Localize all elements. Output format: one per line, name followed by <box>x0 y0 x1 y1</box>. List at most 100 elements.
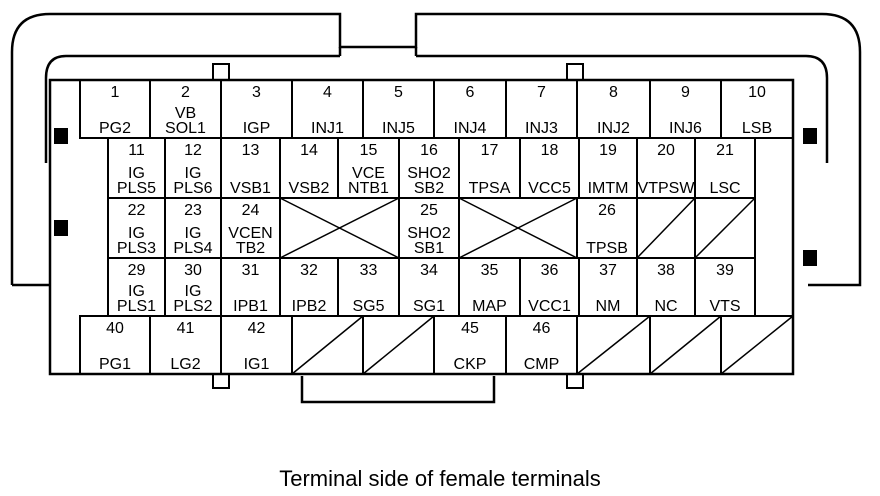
terminal-number: 42 <box>248 320 266 337</box>
terminal-number: 12 <box>184 142 202 159</box>
diagram-caption: Terminal side of female terminals <box>279 466 601 491</box>
guide-mark-left-1 <box>54 128 68 144</box>
signal-label: TB2 <box>236 240 265 257</box>
terminal-number: 16 <box>420 142 438 159</box>
signal-label: PLS3 <box>117 240 156 257</box>
terminal-number: 15 <box>360 142 378 159</box>
signal-label: IG <box>185 283 202 300</box>
signal-label: INJ4 <box>454 120 487 137</box>
guide-mark-right-2 <box>803 250 817 266</box>
cavity-cell <box>720 79 794 139</box>
terminal-number: 9 <box>681 84 690 101</box>
blank-diagonal <box>720 315 794 375</box>
terminal-number: 13 <box>242 142 260 159</box>
blank-cavity <box>636 197 696 259</box>
terminal-number: 29 <box>128 262 146 279</box>
signal-label: LG2 <box>170 356 200 373</box>
blank-cavity <box>279 197 400 259</box>
signal-label: IG <box>128 283 145 300</box>
terminal-number: 23 <box>184 202 202 219</box>
terminal-number: 18 <box>541 142 559 159</box>
terminal-number: 39 <box>716 262 734 279</box>
signal-label: NC <box>654 298 677 315</box>
blank-diagonal <box>649 315 722 375</box>
signal-label: PLS1 <box>117 298 156 315</box>
blank-cavity <box>649 315 722 375</box>
blank-cavity <box>576 315 651 375</box>
signal-label: INJ5 <box>382 120 415 137</box>
terminal-number: 2 <box>181 84 190 101</box>
terminal-number: 32 <box>300 262 318 279</box>
signal-label: SB2 <box>414 180 444 197</box>
terminal-number: 6 <box>466 84 475 101</box>
terminal-number: 31 <box>242 262 260 279</box>
peg-bottom-left <box>212 373 230 389</box>
terminal-number: 46 <box>533 320 551 337</box>
terminal-number: 14 <box>300 142 318 159</box>
guide-marks <box>54 128 817 266</box>
connector-housing <box>10 12 862 404</box>
signal-label: VB <box>175 105 196 122</box>
signal-label: IG1 <box>244 356 270 373</box>
blank-diagonal <box>291 315 364 375</box>
terminal-number: 37 <box>599 262 617 279</box>
terminal-number: 21 <box>716 142 734 159</box>
guide-mark-left-2 <box>54 220 68 236</box>
terminal-number: 45 <box>461 320 479 337</box>
signal-label: SOL1 <box>165 120 206 137</box>
peg-bottom-right <box>566 373 584 389</box>
signal-label: IG <box>185 225 202 242</box>
blank-diagonal <box>694 197 756 259</box>
blank-cavity <box>720 315 794 375</box>
terminal-number: 24 <box>242 202 260 219</box>
blank-cavity <box>458 197 578 259</box>
signal-label: TPSA <box>469 180 511 197</box>
signal-label: LSB <box>742 120 772 137</box>
terminal-number: 11 <box>128 142 145 159</box>
terminal-number: 34 <box>420 262 438 279</box>
blank-diagonal <box>362 315 435 375</box>
latch-top <box>338 47 418 56</box>
terminal-number: 17 <box>481 142 499 159</box>
signal-label: LSC <box>709 180 740 197</box>
signal-label: SB1 <box>414 240 444 257</box>
signal-label: IPB2 <box>292 298 327 315</box>
signal-label: IG <box>128 165 145 182</box>
signal-label: PLS4 <box>173 240 212 257</box>
cavity-cell <box>720 315 794 375</box>
signal-label: TPSB <box>586 240 628 257</box>
signal-label: VSB1 <box>230 180 271 197</box>
terminal-number: 5 <box>394 84 403 101</box>
peg-top-right <box>566 63 584 81</box>
signal-label: IG <box>185 165 202 182</box>
signal-label: VTS <box>709 298 740 315</box>
signal-label: PG1 <box>99 356 131 373</box>
